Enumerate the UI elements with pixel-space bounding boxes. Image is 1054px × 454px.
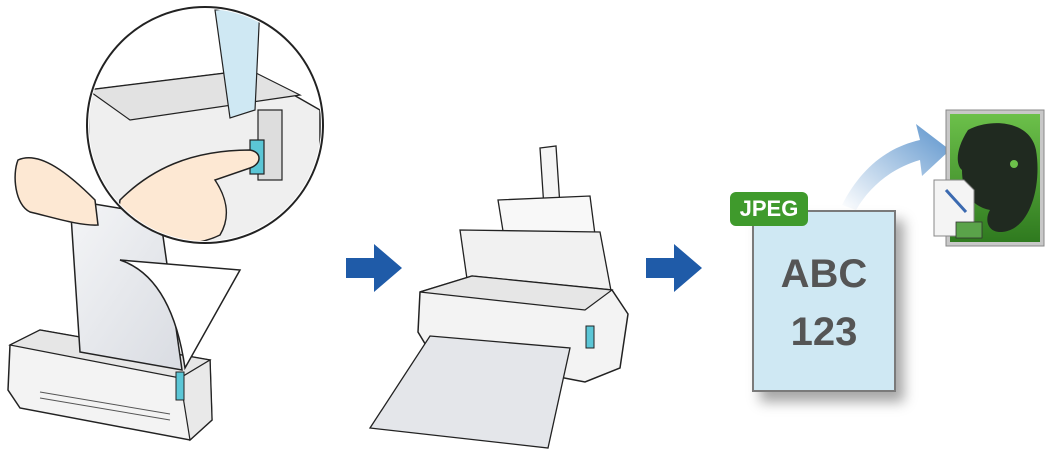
document-text-line-2: 123	[754, 310, 894, 355]
hand-icon	[15, 158, 98, 225]
jpeg-document: JPEG ABC 123	[752, 210, 896, 392]
arrow-right-icon-2	[646, 244, 702, 292]
jpeg-badge: JPEG	[730, 192, 808, 226]
arrow-right-icon	[346, 244, 402, 292]
scan-step-illustration	[8, 5, 323, 440]
scan-button-2	[586, 326, 594, 348]
scan-button	[176, 372, 184, 400]
output-paper	[370, 336, 570, 448]
scanner-feeding-paper	[370, 146, 628, 448]
document-text-line-1: ABC	[754, 252, 894, 297]
